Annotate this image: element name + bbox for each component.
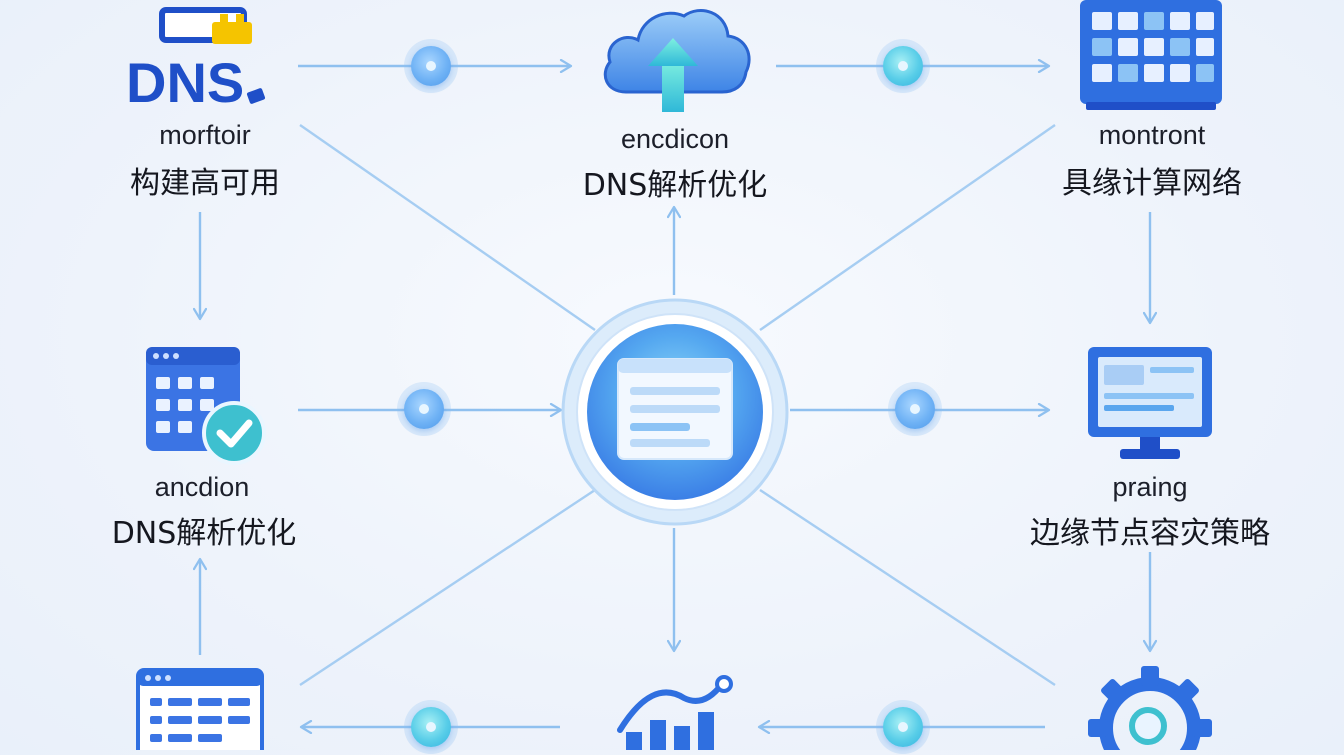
connector-node-dot [876, 700, 930, 754]
node-top-left: DNS [120, 0, 280, 120]
node-caption-zh: 构建高可用 [130, 166, 280, 201]
connector-node-dot [404, 39, 458, 93]
gear-search-icon [1088, 666, 1212, 755]
node-bottom-right [1086, 664, 1216, 755]
node-top-center [596, 0, 756, 115]
node-caption-en: ancdion [154, 472, 250, 502]
node-caption-en: montront [1098, 120, 1206, 150]
connector-node-dot [888, 382, 942, 436]
node-bottom-left [136, 668, 264, 755]
document-hub-icon [561, 298, 789, 526]
connector-node-dot [397, 382, 451, 436]
grid-dashboard-icon [1080, 0, 1222, 110]
node-mid-right [1086, 345, 1216, 463]
connector-line [299, 124, 596, 331]
connector-line [299, 488, 596, 687]
bar-chart-trend-icon [617, 675, 733, 755]
connector-line [759, 124, 1056, 331]
node-caption-zh: DNS解析优化 [582, 168, 768, 203]
node-center-hub [560, 297, 790, 527]
node-caption-en: morftoir [159, 120, 251, 150]
node-caption-zh: 具缘计算网络 [1062, 166, 1242, 201]
node-mid-left [144, 345, 268, 469]
connector-node-dot [404, 700, 458, 754]
dns-icon: DNS [126, 7, 266, 114]
node-caption-zh: DNS解析优化 [111, 516, 297, 551]
calendar-check-icon [146, 347, 266, 465]
node-bottom-center [612, 672, 736, 755]
node-top-right [1078, 0, 1224, 112]
svg-text:DNS: DNS [126, 51, 244, 114]
node-caption-en: praing [1112, 472, 1188, 502]
connector-line [759, 488, 1056, 687]
node-caption-zh: 边缘节点容灾策略 [1030, 516, 1270, 551]
monitor-icon [1088, 347, 1212, 459]
list-window-icon [136, 668, 264, 755]
node-caption-en: encdicon [620, 124, 730, 154]
connector-node-dot [876, 39, 930, 93]
cloud-upload-icon [603, 9, 751, 112]
